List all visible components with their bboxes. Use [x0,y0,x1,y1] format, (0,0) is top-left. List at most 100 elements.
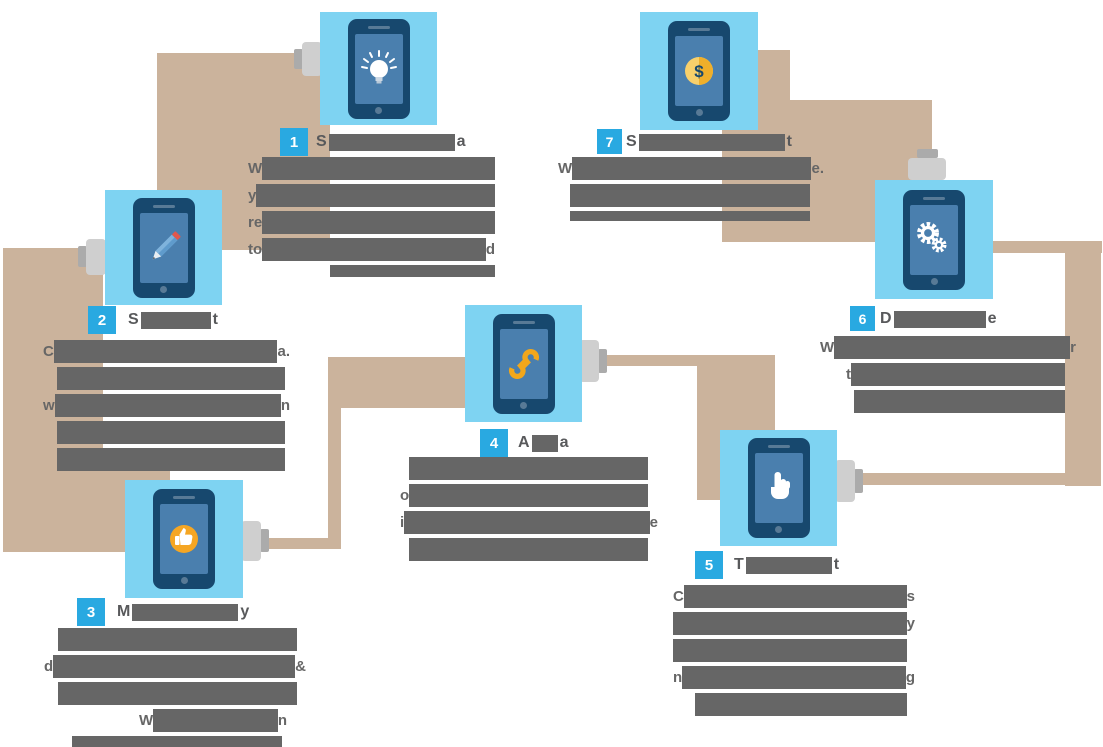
redaction-box [409,457,648,480]
plug-knob [598,349,607,373]
redaction-box [682,666,906,689]
step-1-tile [320,12,437,125]
redaction-box [854,390,1065,413]
phone-screen [910,204,958,275]
phone-home-button [775,526,782,533]
redaction-box [404,511,650,534]
text-fragment: n [277,712,287,729]
title-fragment: A [518,434,530,451]
redaction-box [409,538,648,561]
step-7-tile: $ [640,12,758,130]
redaction-box [58,682,297,705]
connector-plug-step4 [579,340,599,382]
redaction-box [262,238,486,261]
title-fragment: M [117,603,131,620]
body-line: t [820,361,1076,388]
plug-knob [917,149,938,158]
step-5-tile [720,430,837,546]
redaction-box [572,157,812,180]
title-fragment: t [212,311,218,328]
text-fragment: w [43,397,55,414]
text-fragment: W [558,160,573,177]
redaction-box [153,709,278,732]
step-4-title: A a [518,429,568,457]
title-redaction-bar [745,556,832,574]
redaction-box [262,211,495,234]
body-line: re [248,209,495,236]
path-segment [992,241,1102,253]
redaction-box [54,394,281,417]
step-1-title: S a [316,128,466,156]
plug-knob [294,49,303,69]
thumbs-up-icon [170,525,198,553]
gears-icon [917,221,947,252]
phone-screen [499,328,548,399]
phone-screen [354,33,403,104]
step-7-badge: 7 [597,129,622,154]
redaction-box [53,655,296,678]
step-5-badge: 5 [695,551,723,579]
text-fragment: W [139,712,154,729]
title-fragment: t [786,133,792,150]
phone-frame [492,313,555,414]
wrench-icon [508,348,539,379]
pencil-sketch-icon [152,230,181,259]
phone-screen [139,212,188,283]
phone-speaker [152,204,175,208]
connector-plug-step2 [86,239,106,275]
title-fragment: a [559,434,569,451]
pointer-hand-icon [770,472,790,499]
body-line [673,691,915,718]
svg-text:$: $ [694,62,704,81]
title-fragment: t [833,556,840,573]
step-6-title: D e [880,305,996,333]
phone-speaker [767,445,790,448]
text-fragment: y [248,187,257,204]
redaction-box [683,585,907,608]
text-fragment: r [1070,339,1076,356]
connector-plug-step1 [302,42,322,76]
body-line [43,365,290,392]
redaction-box [409,484,648,507]
text-fragment: o [400,487,410,504]
body-line [820,388,1076,415]
title-fragment: y [240,603,250,620]
text-fragment: n [280,397,290,414]
phone-speaker [512,320,535,324]
title-fragment: a [456,133,466,150]
text-fragment: y [906,615,915,632]
title-redaction-bar [638,133,785,151]
redaction-box [834,336,1071,359]
redaction-box [262,157,495,180]
step-2-badge: 2 [88,306,116,334]
title-redaction-bar [140,311,211,329]
path-segment [858,473,1085,485]
redaction-box [256,184,495,207]
phone-frame [903,189,965,290]
body-line [558,209,824,223]
text-fragment: re [248,214,263,231]
step-6-badge: 6 [850,306,875,331]
text-fragment: t [846,366,851,383]
body-line [673,637,915,664]
text-fragment: g [905,669,915,686]
path-segment [341,357,465,408]
phone-frame: $ [668,21,730,121]
title-fragment: S [316,133,327,150]
redaction-box [57,421,285,444]
redaction-box [570,184,810,207]
text-fragment: d [44,658,54,675]
text-fragment: n [673,669,683,686]
phone-frame [347,18,410,119]
phone-home-button [375,106,382,114]
